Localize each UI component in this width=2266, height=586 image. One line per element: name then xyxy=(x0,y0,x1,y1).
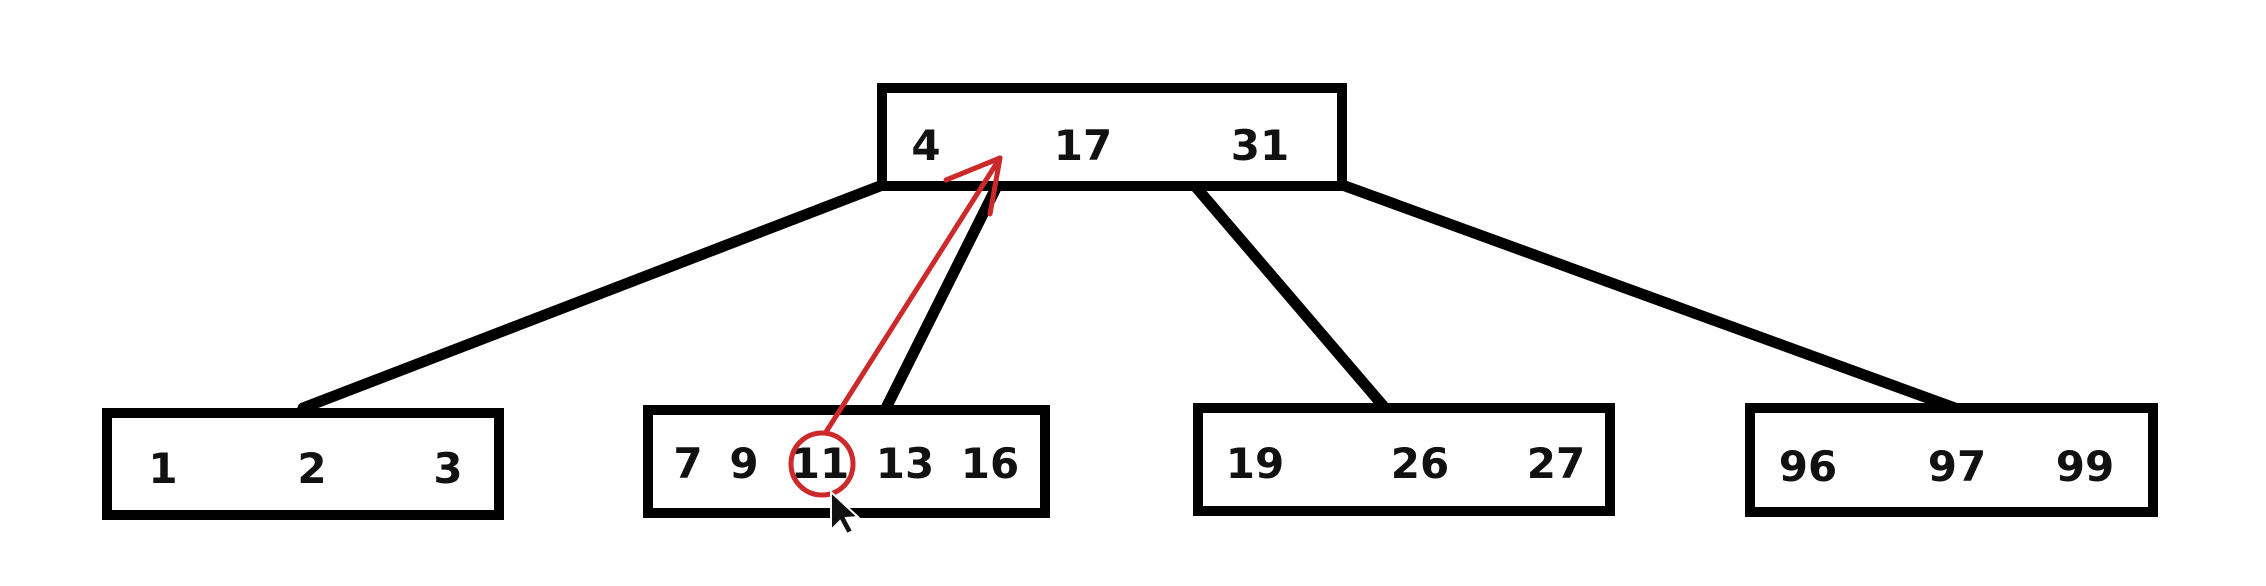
leaf-node-box xyxy=(1745,403,2158,517)
leaf-key: 2 xyxy=(297,444,326,493)
leaf-key: 19 xyxy=(1226,439,1284,488)
tree-edges xyxy=(297,180,1961,416)
leaf-key: 26 xyxy=(1391,439,1449,488)
edge-root-to-child-3 xyxy=(1189,180,1391,414)
leaf-key: 99 xyxy=(2056,442,2114,491)
highlight-arrow-head xyxy=(943,155,1003,217)
leaf-key: 27 xyxy=(1527,439,1585,488)
mouse-pointer-icon xyxy=(830,489,861,536)
leaf-key: 7 xyxy=(673,439,702,488)
leaf-node-box xyxy=(1193,403,1615,516)
leaf-key: 11 xyxy=(791,439,849,488)
leaf-key: 1 xyxy=(148,444,177,493)
highlight-arrow-shaft xyxy=(823,155,1003,435)
leaf-node-box xyxy=(102,408,504,520)
leaf-key: 97 xyxy=(1928,442,1986,491)
leaf-key: 13 xyxy=(876,439,934,488)
root-node: 4 17 31 xyxy=(877,83,1347,191)
leaf-node-4: 96 97 99 xyxy=(1745,403,2158,517)
leaf-node-2: 7 9 11 13 16 xyxy=(643,405,1050,518)
leaf-key: 16 xyxy=(961,439,1019,488)
edge-root-to-child-2 xyxy=(879,180,1003,416)
root-key: 4 xyxy=(911,121,940,170)
root-key: 31 xyxy=(1231,121,1289,170)
edge-root-to-child-4 xyxy=(1339,180,1961,414)
root-node-box xyxy=(877,83,1347,191)
highlight-annotation xyxy=(788,155,1003,498)
edge-root-to-child-1 xyxy=(297,180,886,414)
leaf-node-1: 1 2 3 xyxy=(102,408,504,520)
highlight-circle xyxy=(788,430,856,498)
leaf-key: 96 xyxy=(1779,442,1837,491)
leaf-key: 3 xyxy=(433,444,462,493)
root-key: 17 xyxy=(1054,121,1112,170)
leaf-key: 9 xyxy=(729,439,758,488)
leaf-node-3: 19 26 27 xyxy=(1193,403,1615,516)
